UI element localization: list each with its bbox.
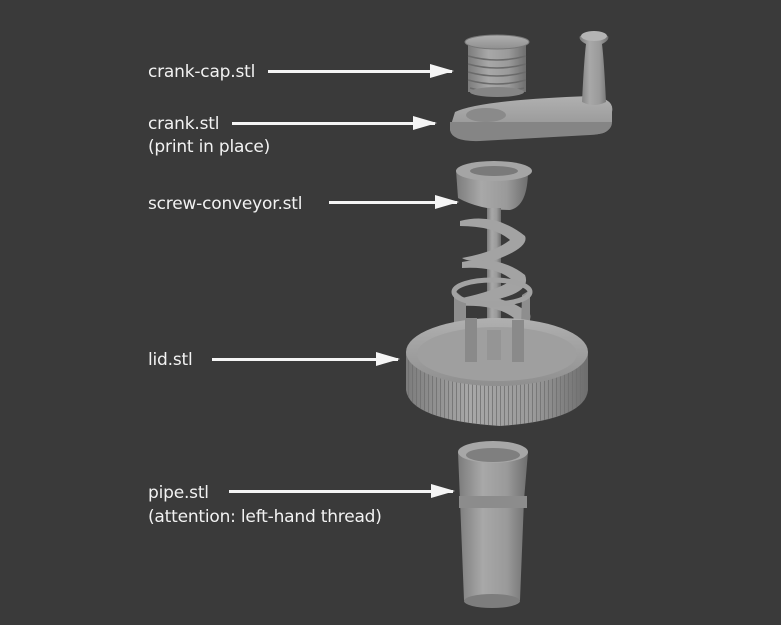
- arrow-lid: [212, 352, 400, 366]
- lid-part: [406, 318, 588, 426]
- arrow-crank-cap: [268, 64, 454, 78]
- label-screw-conveyor: screw-conveyor.stl: [148, 194, 303, 214]
- arrow-crank: [232, 116, 437, 130]
- label-pipe-note: (attention: left-hand thread): [148, 507, 382, 527]
- label-pipe: pipe.stl: [148, 483, 209, 503]
- label-crank-cap: crank-cap.stl: [148, 62, 256, 82]
- label-crank-note: (print in place): [148, 137, 271, 157]
- label-crank: crank.stl: [148, 114, 220, 134]
- pipe-part: [458, 441, 528, 608]
- arrow-pipe: [229, 484, 455, 498]
- crank-cap-part: [464, 34, 530, 97]
- label-lid: lid.stl: [148, 350, 193, 370]
- crank-part: [450, 31, 613, 142]
- arrow-screw-conveyor: [329, 195, 459, 209]
